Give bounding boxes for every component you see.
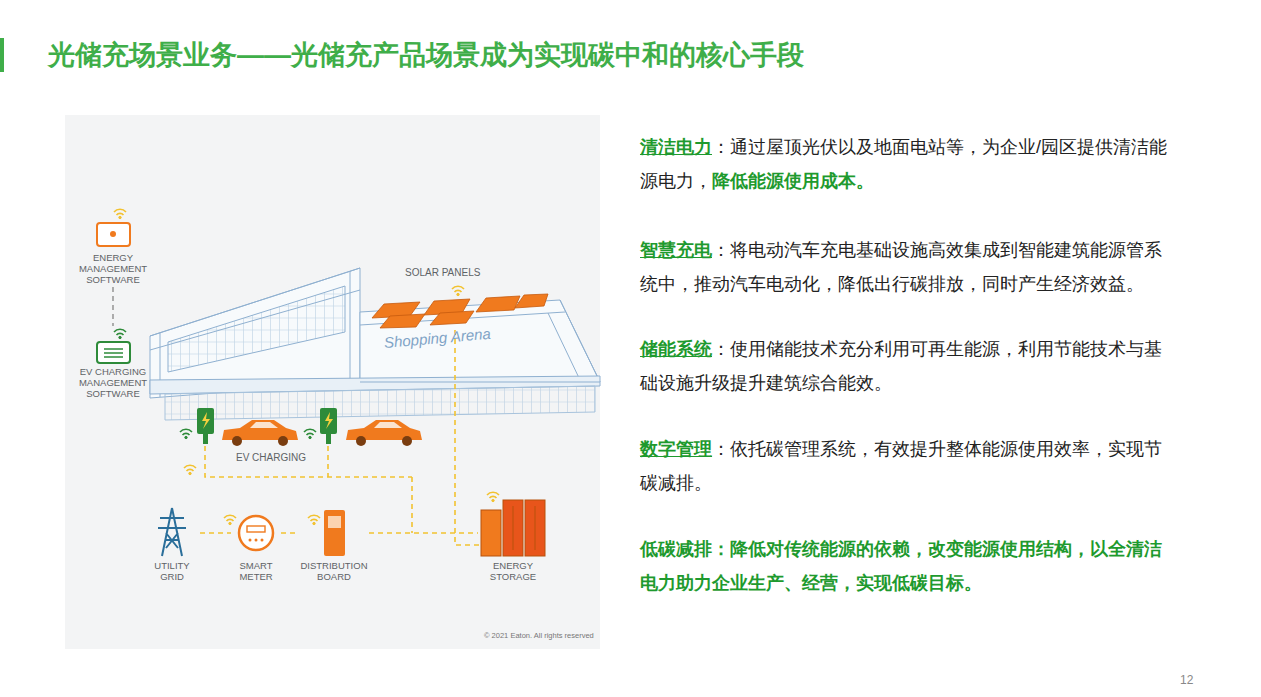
wireless-symbols xyxy=(114,209,499,524)
component-label: ENERGY STORAGE xyxy=(478,560,548,582)
building xyxy=(150,268,600,420)
component-node: UTILITY GRID xyxy=(144,505,200,582)
grid-tower xyxy=(158,508,186,556)
component-node: ENERGY MANAGEMENT SOFTWARE xyxy=(72,208,154,285)
distribution-board xyxy=(324,510,345,556)
page-number: 12 xyxy=(1180,673,1193,687)
component-node: ENERGY STORAGE xyxy=(478,488,548,582)
dashed-connector xyxy=(112,287,114,326)
accent-bar xyxy=(0,38,4,72)
paragraph-heading: 清洁电力 xyxy=(640,137,712,157)
software-icons xyxy=(97,223,130,363)
text-paragraph: 智慧充电：将电动汽车充电基础设施高效集成到智能建筑能源管系统中，推动汽车电动化，… xyxy=(640,233,1178,301)
paragraph-heading: 储能系统 xyxy=(640,339,712,359)
paragraph-text: ：依托碳管理系统，有效提升整体能源使用效率，实现节碳减排。 xyxy=(640,439,1162,493)
illustration-label: © 2021 Eaton. All rights reserved xyxy=(484,631,594,640)
energy-storage xyxy=(481,500,545,556)
illustration-label: EV CHARGING xyxy=(236,452,306,463)
dashed-connector xyxy=(369,532,478,534)
paragraph-text: ：使用储能技术充分利用可再生能源，利用节能技术与基础设施升级提升建筑综合能效。 xyxy=(640,339,1162,393)
component-node: DISTRIBUTION BOARD xyxy=(299,505,369,582)
dashed-connector xyxy=(200,532,231,534)
ev-chargers xyxy=(197,408,337,444)
dashed-connector xyxy=(281,532,299,534)
component-node: EV CHARGING MANAGEMENT SOFTWARE xyxy=(72,328,154,399)
paragraph-text: ：将电动汽车充电基础设施高效集成到智能建筑能源管系统中，推动汽车电动化，降低出行… xyxy=(640,240,1162,294)
illustration-panel xyxy=(65,115,600,649)
component-label: EV CHARGING MANAGEMENT SOFTWARE xyxy=(72,366,154,399)
text-paragraph: 数字管理：依托碳管理系统，有效提升整体能源使用效率，实现节碳减排。 xyxy=(640,432,1178,500)
component-label: UTILITY GRID xyxy=(144,560,200,582)
smart-meter xyxy=(239,516,273,550)
text-paragraph: 清洁电力：通过屋顶光伏以及地面电站等，为企业/园区提供清洁能源电力，降低能源使用… xyxy=(640,130,1178,198)
cars xyxy=(222,420,422,446)
component-label: ENERGY MANAGEMENT SOFTWARE xyxy=(72,252,154,285)
paragraph-heading: 数字管理 xyxy=(640,439,712,459)
component-label: SMART METER xyxy=(231,560,281,582)
text-paragraph: 低碳减排：降低对传统能源的依赖，改变能源使用结构，以全清洁电力助力企业生产、经营… xyxy=(640,532,1178,600)
paragraph-heading: 智慧充电 xyxy=(640,240,712,260)
component-label: DISTRIBUTION BOARD xyxy=(299,560,369,582)
paragraph-text: 降低能源使用成本。 xyxy=(712,171,874,191)
component-node: SMART METER xyxy=(231,505,281,582)
text-paragraph: 储能系统：使用储能技术充分利用可再生能源，利用节能技术与基础设施升级提升建筑综合… xyxy=(640,332,1178,400)
illustration-label: SOLAR PANELS xyxy=(405,267,480,278)
solar-panels xyxy=(372,294,548,328)
paragraph-text: 低碳减排：降低对传统能源的依赖，改变能源使用结构，以全清洁电力助力企业生产、经营… xyxy=(640,539,1162,593)
slide-title: 光储充场景业务——光储充产品场景成为实现碳中和的核心手段 xyxy=(48,37,804,73)
